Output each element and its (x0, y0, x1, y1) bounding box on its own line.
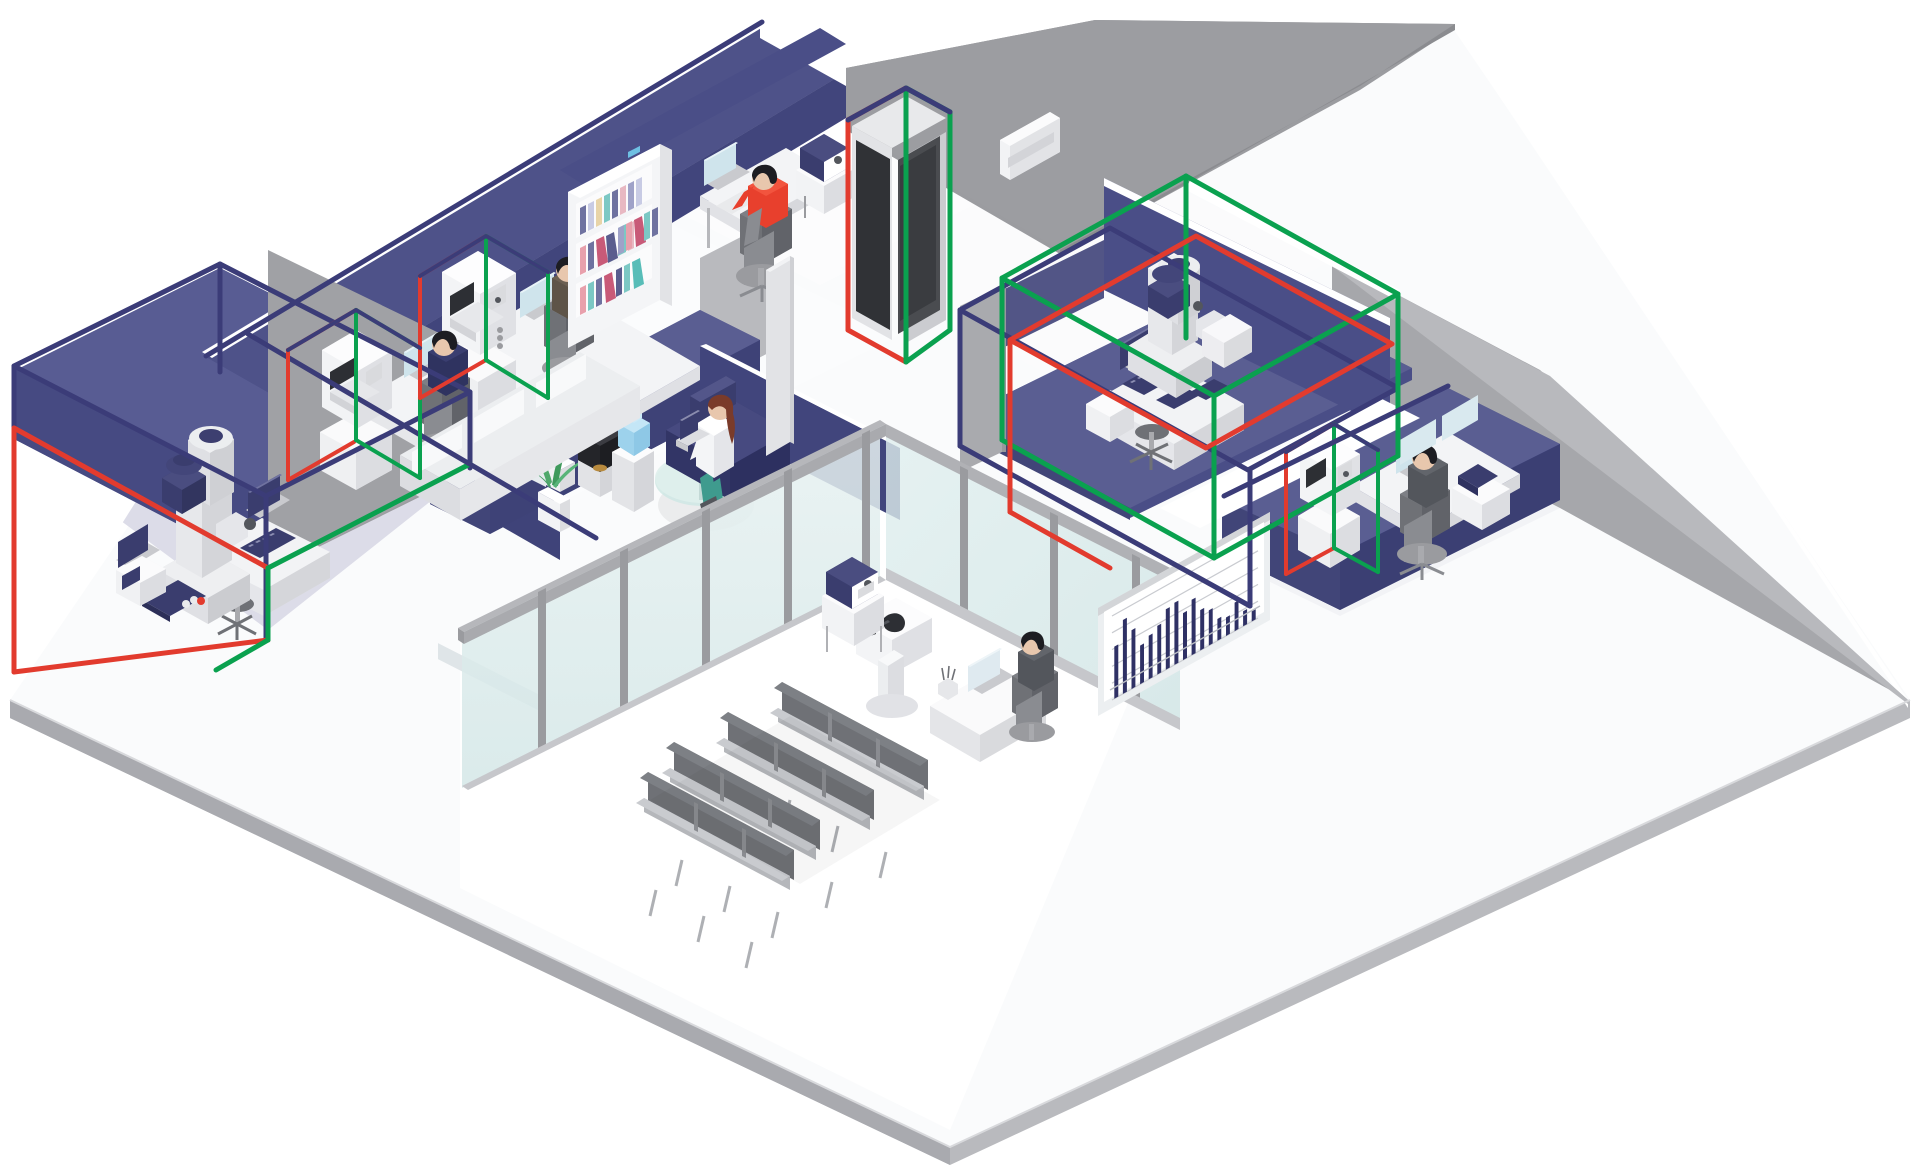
person-lounge (676, 394, 735, 517)
bbox-green-left-lab (213, 461, 473, 673)
bench-row-1 (770, 682, 928, 879)
bbox-indigo-server-rack (845, 85, 953, 123)
archive-office (568, 134, 856, 348)
bbox-green-right-lab (999, 173, 1401, 561)
wall-archive-office (560, 28, 846, 186)
bench-row-4 (636, 772, 794, 969)
chart-bar (1234, 600, 1239, 632)
chart-bar (1191, 597, 1196, 656)
person-conference (1009, 631, 1058, 742)
bbox-indigo-analyzer-2 (418, 234, 550, 278)
presentation-board (1098, 512, 1270, 716)
person-satellite-office (1397, 444, 1450, 580)
projector-conference (822, 557, 884, 652)
bench-seating-rows (636, 682, 928, 969)
bench-row-2 (716, 712, 874, 909)
chart-bar (1174, 600, 1179, 665)
chart-bar (1183, 610, 1187, 661)
bookshelf-binders (568, 144, 672, 348)
chart-bar (1157, 623, 1162, 675)
chart-bar (1114, 644, 1119, 699)
open-office (320, 224, 700, 521)
chart-bar (1122, 617, 1127, 694)
satellite-office (1298, 395, 1520, 580)
chart-bar (1226, 615, 1230, 636)
microscope-left (116, 426, 256, 624)
chart-bar (1140, 643, 1144, 685)
floor-edges (9, 699, 1911, 1149)
projector-archive (796, 134, 856, 218)
glass-partition-wall (458, 420, 886, 790)
wall-ac-unit (1000, 112, 1060, 180)
chart-bar (1208, 608, 1213, 646)
window-panels-satellite (1400, 395, 1478, 465)
water-cooler (612, 145, 654, 512)
microscopy-lab-right (1086, 253, 1252, 470)
binder-group-4 (618, 207, 658, 255)
chart-bar (1200, 607, 1205, 651)
server-room (852, 96, 1060, 343)
microscope-right (1086, 253, 1252, 442)
binder-group-3 (580, 258, 644, 315)
bench-row-3 (662, 742, 820, 939)
bbox-indigo-analyzer-1 (286, 308, 422, 352)
chart-bar (1243, 609, 1248, 627)
misc-structures (766, 256, 794, 456)
bounding-box-annotations (11, 19, 1451, 675)
analyzer-3 (1298, 436, 1360, 568)
chart-bar (1148, 633, 1153, 680)
conference-hall (458, 420, 1270, 969)
bbox-red-right-lab (1007, 233, 1395, 571)
bbox-indigo-analyzer-3 (1284, 422, 1380, 454)
binder-group-1 (580, 177, 642, 235)
chart-bar (1165, 607, 1170, 670)
chart-bar (1251, 609, 1256, 622)
bbox-indigo-satellite-office (1221, 383, 1451, 499)
cabinet-satellite (1452, 464, 1510, 530)
chart-bar (1131, 628, 1136, 690)
